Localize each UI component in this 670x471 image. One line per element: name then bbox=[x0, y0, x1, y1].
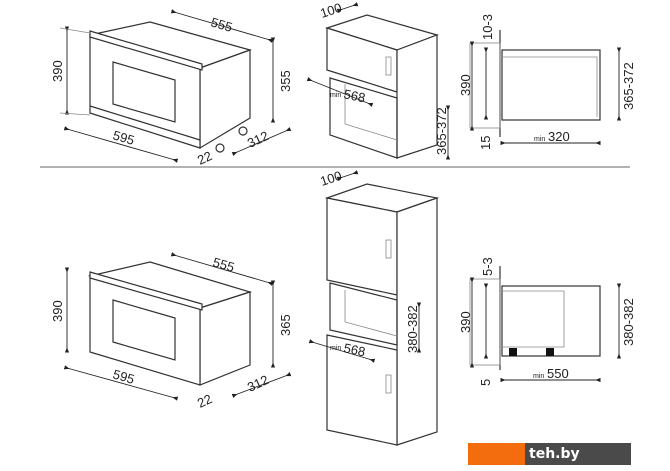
dim-rear-gap: 100 bbox=[318, 0, 343, 21]
dim-min-depth: 320 bbox=[548, 129, 570, 144]
foot-icon bbox=[238, 126, 248, 136]
dim-front-offset: 22 bbox=[195, 391, 214, 411]
dim-niche-height: 380-382 bbox=[621, 298, 636, 346]
min-prefix: min bbox=[330, 345, 341, 352]
dim-height-total: 390 bbox=[50, 60, 65, 82]
watermark-logo: teh.by bbox=[468, 443, 631, 465]
dim-min-width: 568 bbox=[342, 340, 366, 359]
dim-depth: 555 bbox=[209, 14, 234, 34]
dim-height: 390 bbox=[458, 74, 473, 96]
dim-min-width: 568 bbox=[342, 86, 366, 105]
dim-top-gap: 5-3 bbox=[480, 257, 495, 276]
foot-icon bbox=[509, 348, 517, 356]
min-prefix: min bbox=[534, 136, 545, 143]
min-prefix: min bbox=[533, 373, 544, 380]
foot-icon bbox=[546, 348, 554, 356]
foot-icon bbox=[215, 143, 225, 153]
section-bottom: 5-3 390 380-382 5 min 550 bbox=[458, 257, 636, 386]
dim-niche-height: 380-382 bbox=[405, 305, 420, 353]
dim-bottom-gap: 15 bbox=[478, 136, 493, 150]
dim-min-depth: 550 bbox=[547, 366, 569, 381]
watermark-brand-block bbox=[468, 443, 525, 465]
oven-iso-bottom: 555 390 365 595 22 312 bbox=[50, 252, 293, 411]
dim-height: 390 bbox=[458, 311, 473, 333]
dim-front-offset: 22 bbox=[195, 148, 214, 168]
dim-side-depth: 312 bbox=[245, 372, 271, 395]
dim-width: 595 bbox=[111, 127, 136, 147]
watermark-text: teh.by bbox=[525, 443, 631, 465]
dim-rear-gap: 100 bbox=[318, 168, 343, 189]
dim-niche-height: 365-372 bbox=[621, 62, 636, 110]
column-iso-bottom: 100 min 568 380-382 bbox=[308, 168, 440, 446]
cabinet-iso-top: 100 min 568 365-372 bbox=[306, 0, 451, 160]
section-top: 10-3 390 365-372 15 min 320 bbox=[458, 14, 636, 150]
dim-width: 595 bbox=[111, 366, 136, 386]
oven-iso-top: 555 390 355 595 22 312 bbox=[50, 9, 293, 168]
dim-height-body: 355 bbox=[278, 70, 293, 92]
dim-height-body: 365 bbox=[278, 314, 293, 336]
dim-bottom-gap: 5 bbox=[478, 379, 493, 386]
dim-height-total: 390 bbox=[50, 300, 65, 322]
dim-depth: 555 bbox=[211, 254, 236, 274]
dim-side-depth: 312 bbox=[245, 128, 271, 151]
dim-niche-height: 365-372 bbox=[434, 107, 449, 155]
min-prefix: min bbox=[330, 92, 341, 99]
dim-top-gap: 10-3 bbox=[480, 14, 495, 40]
